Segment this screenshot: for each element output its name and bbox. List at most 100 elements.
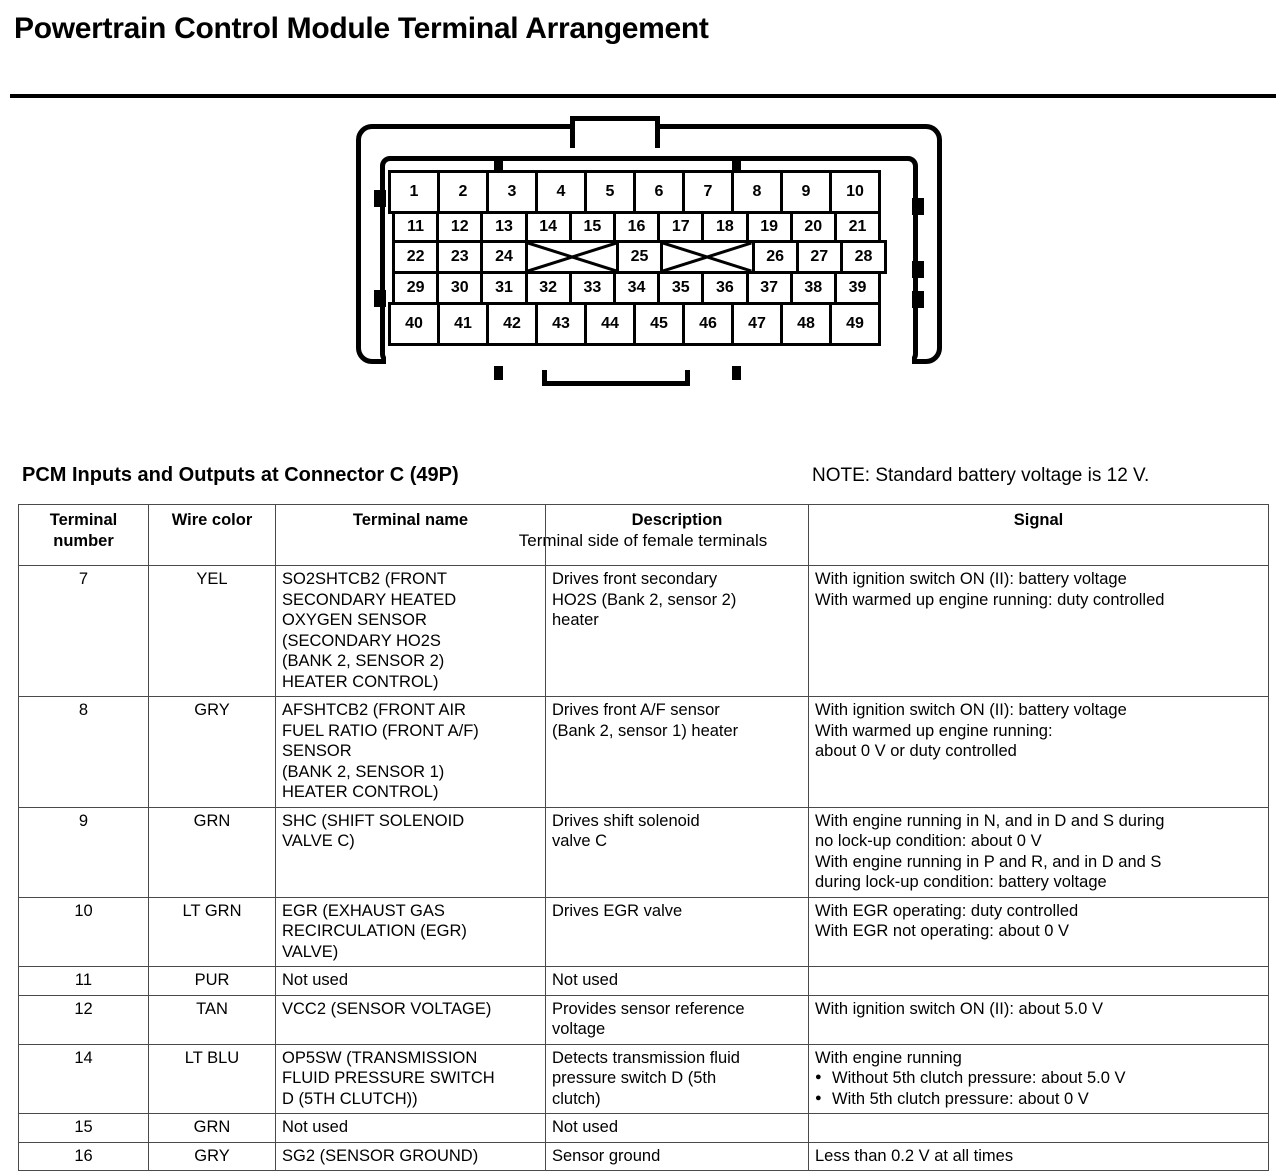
pin-22: 22 (392, 240, 440, 274)
pin-5: 5 (584, 170, 636, 214)
column-header-description: Description (545, 504, 809, 566)
signal-text: With engine running in N, and in D and S… (815, 811, 1165, 892)
guide-nub-bottom-right (732, 366, 741, 380)
pin-19: 19 (745, 211, 793, 243)
cell-terminal-name: AFSHTCB2 (FRONT AIR FUEL RATIO (FRONT A/… (275, 696, 546, 808)
cell-wire-color: GRY (148, 1141, 276, 1171)
cell-terminal-number: 16 (18, 1141, 149, 1171)
pin-47: 47 (731, 302, 783, 346)
column-header-terminal-number: Terminal number (18, 504, 149, 566)
pin-6: 6 (633, 170, 685, 214)
cell-description: Drives front secondary HO2S (Bank 2, sen… (545, 565, 809, 697)
pin-25: 25 (615, 240, 664, 274)
pin-1: 1 (388, 170, 440, 214)
cell-terminal-number: 12 (18, 994, 149, 1045)
cell-terminal-number: 11 (18, 966, 149, 996)
pin-21: 21 (833, 211, 882, 243)
pin-15: 15 (568, 211, 616, 243)
pin-45: 45 (633, 302, 685, 346)
pin-2: 2 (437, 170, 489, 214)
signal-bullet-item: Without 5th clutch pressure: about 5.0 V (815, 1067, 1262, 1089)
section-header-bar: PCM Inputs and Outputs at Connector C (4… (0, 464, 1286, 494)
column-header-terminal-name: Terminal name (275, 504, 546, 566)
cell-description: Not used (545, 966, 809, 996)
column-header-signal: Signal (808, 504, 1269, 566)
pin-13: 13 (480, 211, 528, 243)
cell-wire-color: YEL (148, 565, 276, 697)
cell-description: Not used (545, 1113, 809, 1143)
signal-text: With engine running (815, 1048, 962, 1067)
pin-49: 49 (829, 302, 881, 346)
guide-nub-top-right (732, 156, 741, 170)
cell-terminal-name: Not used (275, 1113, 546, 1143)
pin-42: 42 (486, 302, 538, 346)
pin-24: 24 (480, 240, 528, 274)
pin-27: 27 (795, 240, 843, 274)
pin-10: 10 (829, 170, 881, 214)
cell-description: Drives front A/F sensor (Bank 2, sensor … (545, 696, 809, 808)
connector-inner-shell-mask (386, 348, 912, 370)
cell-description: Drives shift solenoid valve C (545, 806, 809, 898)
pin-4: 4 (535, 170, 587, 214)
cell-terminal-name: SHC (SHIFT SOLENOID VALVE C) (275, 806, 546, 898)
guide-nub-bottom-left (494, 366, 503, 380)
cell-terminal-number: 15 (18, 1113, 149, 1143)
signal-text: With ignition switch ON (II): battery vo… (815, 701, 1127, 760)
cell-wire-color: LT BLU (148, 1043, 276, 1114)
cell-terminal-number: 10 (18, 896, 149, 967)
pin-17: 17 (657, 211, 705, 243)
guide-nub-top-left (494, 156, 503, 170)
pin-41: 41 (437, 302, 489, 346)
cell-signal: With EGR operating: duty controlled With… (808, 896, 1269, 967)
cell-terminal-number: 8 (18, 696, 149, 808)
page-title: Powertrain Control Module Terminal Arran… (14, 12, 709, 45)
cell-terminal-number: 14 (18, 1043, 149, 1114)
cell-wire-color: GRN (148, 1113, 276, 1143)
cell-signal: With engine runningWithout 5th clutch pr… (808, 1043, 1269, 1114)
pin-43: 43 (535, 302, 587, 346)
cell-description: Provides sensor reference voltage (545, 994, 809, 1045)
signal-text: Less than 0.2 V at all times (815, 1146, 1014, 1165)
section-note: NOTE: Standard battery voltage is 12 V. (812, 465, 1150, 486)
connector-top-tab-mask (575, 142, 655, 154)
cell-wire-color: GRY (148, 696, 276, 808)
pin-16: 16 (612, 211, 661, 243)
pin-12: 12 (436, 211, 484, 243)
signal-text: With ignition switch ON (II): about 5.0 … (815, 999, 1103, 1018)
pin-40: 40 (388, 302, 440, 346)
cell-terminal-name: EGR (EXHAUST GAS RECIRCULATION (EGR) VAL… (275, 896, 546, 967)
cell-wire-color: TAN (148, 994, 276, 1045)
cell-signal: With ignition switch ON (II): battery vo… (808, 696, 1269, 808)
pin-18: 18 (701, 211, 749, 243)
cell-terminal-name: Not used (275, 966, 546, 996)
cell-description: Detects transmission fluid pressure swit… (545, 1043, 809, 1114)
pin-46: 46 (682, 302, 734, 346)
cell-terminal-number: 7 (18, 565, 149, 697)
cell-signal: With ignition switch ON (II): about 5.0 … (808, 994, 1269, 1045)
pin-20: 20 (789, 211, 837, 243)
signal-bullet-list: Without 5th clutch pressure: about 5.0 V… (815, 1067, 1262, 1109)
cell-wire-color: GRN (148, 806, 276, 898)
section-title: PCM Inputs and Outputs at Connector C (4… (22, 464, 459, 486)
pin-34: 34 (612, 271, 661, 305)
pin-32: 32 (524, 271, 572, 305)
latch-nub-right-lower (912, 291, 924, 308)
signal-text: With EGR operating: duty controlled With… (815, 901, 1079, 941)
pin-3: 3 (486, 170, 538, 214)
pin-23: 23 (436, 240, 484, 274)
title-divider (10, 94, 1276, 98)
pin-33: 33 (568, 271, 616, 305)
column-header-wire-color: Wire color (148, 504, 276, 566)
